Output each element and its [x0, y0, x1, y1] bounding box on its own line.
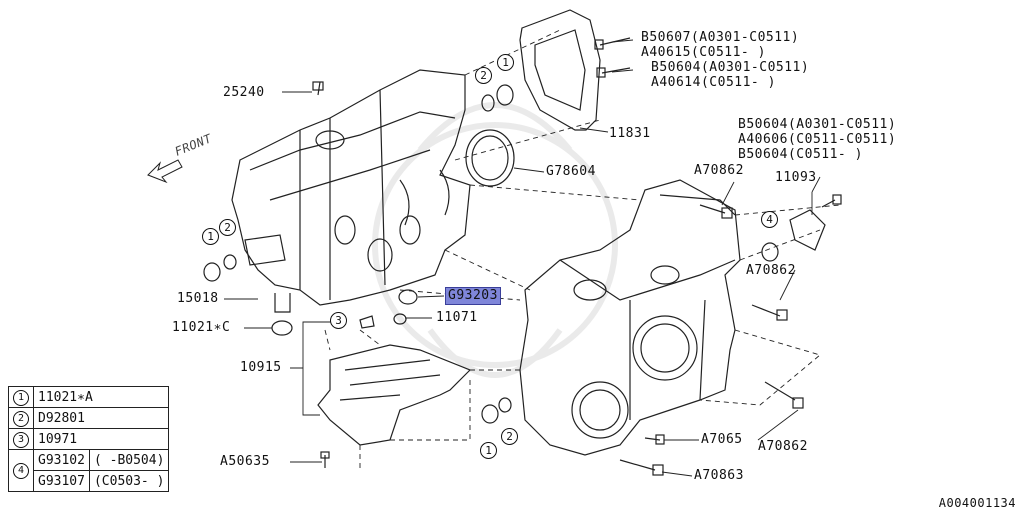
legend-callout: 1: [13, 389, 29, 406]
legend-callout: 2: [13, 410, 29, 427]
legend-row: 2 D92801: [8, 407, 170, 429]
callout-3: 3: [330, 312, 347, 329]
callout-2: 2: [475, 67, 492, 84]
callout-1: 1: [202, 228, 219, 245]
cylinder-block-left: [231, 69, 471, 306]
callout-2: 2: [219, 219, 236, 236]
watermark-emblem: [372, 102, 618, 378]
part-label-a70862-top: A70862: [694, 163, 744, 178]
baffle-plate: [317, 344, 472, 446]
part-label-b50607: B50607(A0301-C0511): [641, 30, 800, 45]
legend-part: D92801: [32, 407, 170, 429]
rear-cover-plate: [519, 9, 601, 131]
part-label-10915: 10915: [240, 360, 282, 375]
part-label-a70862-mid: A70862: [746, 263, 796, 278]
part-label-11021c: 11021∗C: [172, 320, 231, 335]
legend-row: 4 G93102 ( -B0504): [8, 449, 170, 492]
seal-rings: [203, 84, 826, 424]
part-label-11831: 11831: [609, 126, 651, 141]
legend-part: G93102: [33, 449, 90, 471]
legend-part: 10971: [32, 428, 170, 450]
part-label-a40614: A40614(C0511- ): [651, 75, 776, 90]
legend-range: ( -B0504): [88, 449, 170, 471]
part-label-b50604-a: B50604(A0301-C0511): [651, 60, 810, 75]
legend-callout: 4: [13, 463, 29, 479]
callout-2: 2: [501, 428, 518, 445]
part-label-11071: 11071: [436, 310, 478, 325]
callout-1: 1: [480, 442, 497, 459]
part-label-g78604: G78604: [546, 164, 596, 179]
front-arrow-icon: [147, 159, 183, 184]
leader-lines: [224, 39, 821, 477]
bolts: [312, 37, 842, 476]
part-label-b50604-b: B50604(A0301-C0511): [738, 117, 897, 132]
part-label-a40615: A40615(C0511- ): [641, 45, 766, 60]
callout-4: 4: [761, 211, 778, 228]
part-label-a70863: A70863: [694, 468, 744, 483]
legend-callout: 3: [13, 431, 29, 448]
legend-range: (C0503- ): [88, 470, 170, 492]
part-label-a40606: A40606(C0511-C0511): [738, 132, 897, 147]
legend-part: 11021∗A: [32, 386, 170, 408]
callout-1: 1: [497, 54, 514, 71]
legend-row: 3 10971: [8, 428, 170, 450]
parts-legend-table: 1 11021∗A 2 D92801 3 10971 4 G93102 ( -B…: [8, 386, 170, 492]
legend-part: G93107: [33, 470, 90, 492]
legend-row: G93107 (C0503- ): [9, 470, 170, 492]
part-label-g93203-highlighted[interactable]: G93203: [445, 287, 501, 305]
part-label-15018: 15018: [177, 291, 219, 306]
part-label-11093: 11093: [775, 170, 817, 185]
diagram-code: A004001134: [938, 496, 1016, 510]
part-label-25240: 25240: [223, 85, 265, 100]
part-label-a70862-bottom: A70862: [758, 439, 808, 454]
part-label-a7065: A7065: [701, 432, 743, 447]
cylinder-block-right: [519, 179, 741, 456]
part-label-a50635: A50635: [220, 454, 270, 469]
part-label-b50604-c: B50604(C0511- ): [738, 147, 863, 162]
legend-row: 1 11021∗A: [8, 386, 170, 408]
